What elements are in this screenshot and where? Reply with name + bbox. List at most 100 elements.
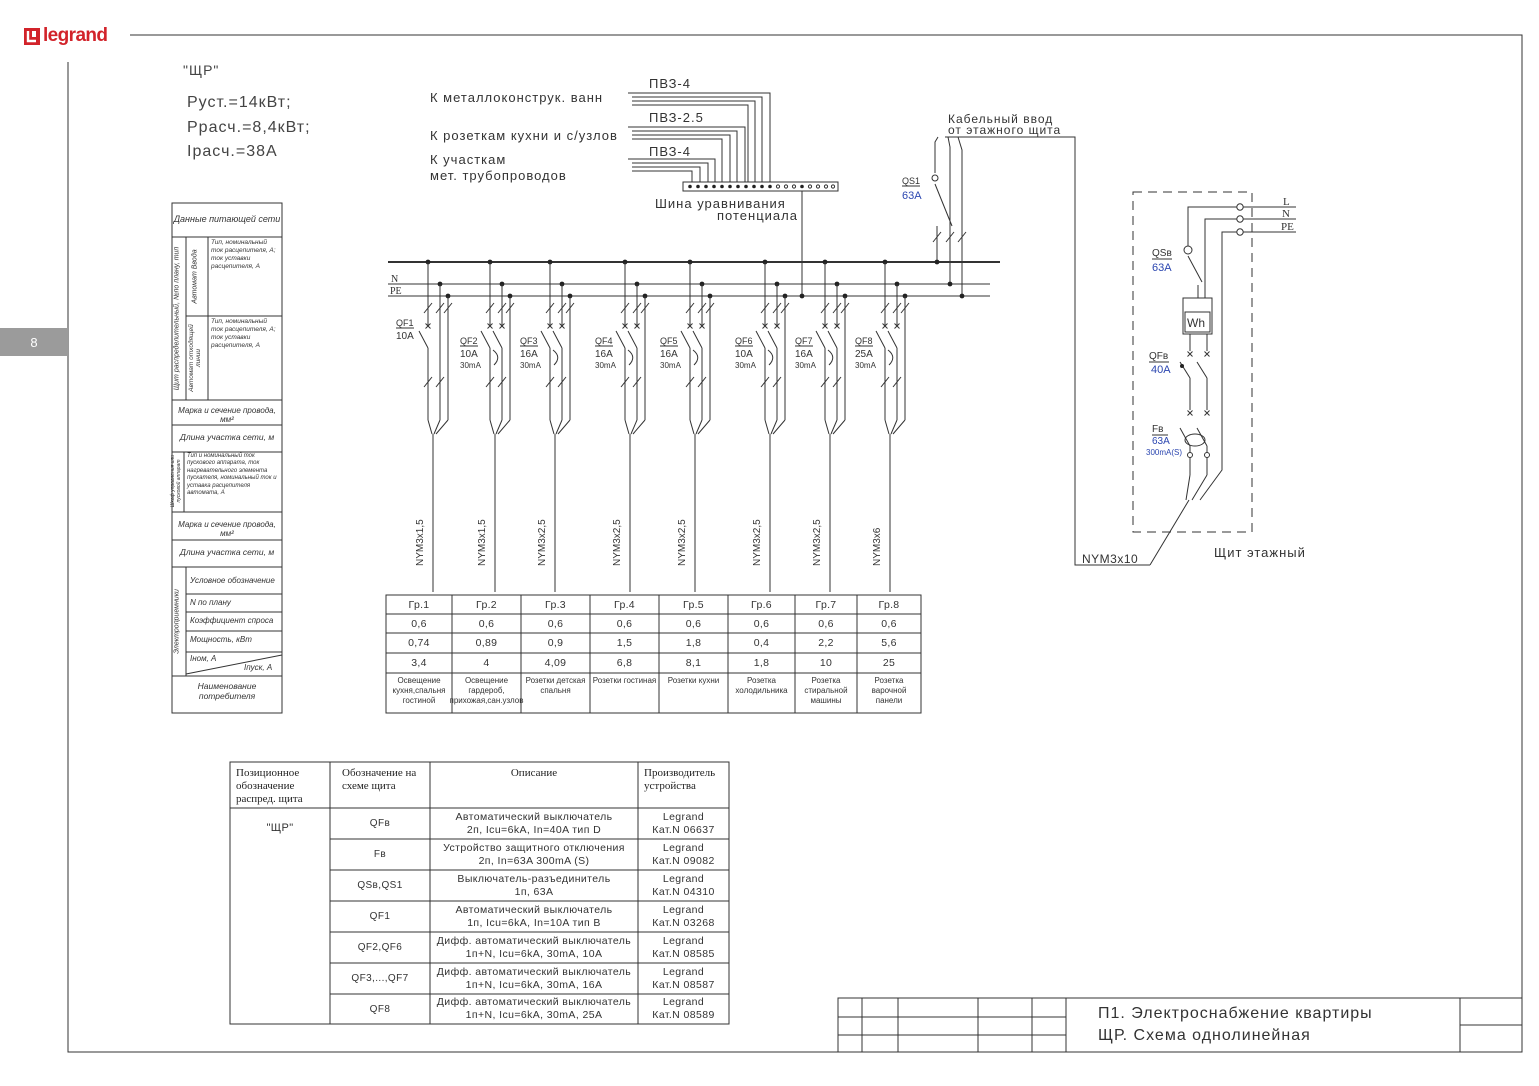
wire-segment [555,419,563,435]
feeder-cable-label: NYM3x1,5 [477,519,488,566]
rcd-symbol [627,349,634,366]
wire-segment [622,323,628,329]
spec-row-description-line: Автоматический выключатель [455,810,613,823]
wire-segment [632,376,642,388]
wire-segment [687,323,693,329]
wire-segment [557,419,571,435]
wire-segment [689,419,695,435]
group-current-cell: 3,4 [411,657,427,669]
wire-segment [755,330,766,349]
spec-row-designation: QF2,QF6 [357,942,403,953]
fv-leak-current: 300mA(S) [1146,448,1182,457]
plan-number-label: N по плану [190,598,231,607]
feeder-cable-label: NYM3x2,5 [537,519,548,566]
group-headers-cell: Гр.1 [408,598,430,611]
group-names-cell: Розетки гостиная [592,676,657,685]
wire-segment [557,376,567,388]
wire-segment [840,302,850,314]
spec-row-manufacturer-line: Legrand [662,965,705,978]
qsv-blade [1187,255,1203,283]
wire-segment [443,302,453,314]
starting-current-label: Iпуск, А [244,663,273,672]
group-power-cell: 1,5 [616,637,633,649]
spec-row-manufacturer-line: Кат.N 08587 [652,978,715,991]
spec-row-manufacturer-line: Legrand [662,903,705,916]
wire-mark-label-1: Марка и сечение провода, мм² [178,406,276,425]
fv-rating: 63A [1152,436,1170,447]
left-table-grid [171,202,283,714]
wire-segment [894,323,900,329]
group-power-cell: 0,74 [408,637,430,649]
wire-segment [824,419,830,435]
wire-segment [433,419,441,435]
outgoing-breaker-text: Тип, номинальный ток расцепителя, А; ток… [211,318,276,349]
group-current-cell: 10 [819,657,833,669]
legrand-logo-icon [24,27,40,45]
power-label: Мощность, кВт [190,635,252,644]
group-current-cell: 25 [882,657,896,669]
breaker-leakage-current: 30mA [795,361,817,370]
wire-segment [890,419,898,435]
wire-segment [630,419,638,435]
group-names-cell: Розетки детская спальня [525,676,586,695]
wire-segment [425,323,431,329]
starter-text: Тип и номинальный ток пускового аппарата… [187,453,277,497]
group-headers-cell: Гр.3 [545,598,566,611]
spec-row-designation: QFв [369,818,391,829]
wire-segment [492,330,503,349]
bus-bar-label-2: потенциала [717,208,798,223]
bus-bar-terminals [688,184,836,189]
wire-segment [559,323,565,329]
spec-row-designation: QF8 [369,1003,391,1015]
group-demand-cell: 0,6 [881,617,897,630]
spec-row-manufacturer-line: Legrand [662,841,705,854]
breaker-leakage-current: 30mA [595,361,617,370]
spec-shield-name: "ЩР" [266,821,294,834]
spec-row-description-line: 1п+N, Icu=6kA, 30mA, 25A [465,1009,603,1021]
shield-name: "ЩР" [183,62,220,78]
wire-segment [497,419,511,435]
group-headers-cell: Гр.2 [476,598,497,611]
nominal-current-label: Iном, А [190,654,217,663]
groups-table-grid [385,594,922,714]
fv-name: Fв [1152,424,1163,435]
group-current-cell: 1,8 [753,657,770,669]
spec-header-description: Описание [510,767,558,779]
wire-segment [423,376,433,388]
floor-n-label: N [1282,208,1290,220]
spec-row-description-line: Выключатель-разъединитель [457,872,611,885]
breaker-rating: 10A [396,331,414,342]
breaker-rating: 25A [855,349,873,360]
group-headers-cell: Гр.4 [614,598,635,611]
floor-panel-boundary [1132,191,1253,533]
breaker-leakage-current: 30mA [735,361,757,370]
qfv-blade-2 [1196,361,1208,379]
breaker-rating: 16A [795,349,813,360]
main-buses: N PE [388,261,1000,297]
wire-segment [485,302,495,314]
floor-panel-title: Щит этажный [1214,545,1306,560]
sheet-title-line-2: ЩР. Схема однолинейная [1098,1027,1311,1044]
breaker-name: QF2 [460,336,478,346]
rcd-symbol [887,349,894,366]
wire-segment [900,302,910,314]
title-block-grid [837,997,1523,1053]
feeder-cable-label: NYM3x2,5 [812,519,823,566]
group-names-cell: Розетка холодильника [735,676,788,695]
breaker-name: QF4 [595,336,613,346]
wire-segment [880,302,890,314]
wire-segment [427,419,433,435]
wire-segment [772,376,782,388]
spec-row-description-line: Автоматический выключатель [455,903,613,916]
wire-segment [480,330,491,349]
